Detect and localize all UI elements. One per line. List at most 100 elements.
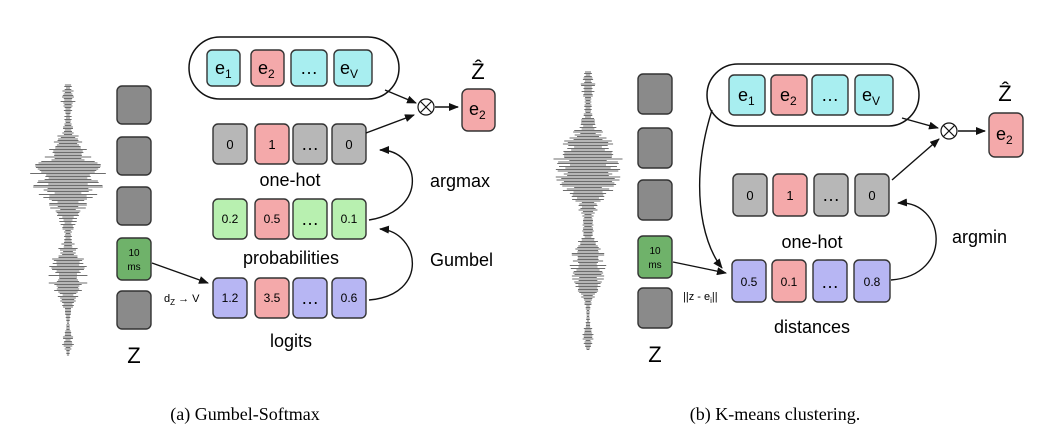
onehot-value: …: [822, 185, 840, 205]
arrow-onehot-to-multiply-b: [891, 138, 940, 181]
onehot-cell: [212, 123, 248, 165]
onehot-label-b: one-hot: [781, 232, 842, 252]
codebook-entry: [854, 74, 894, 116]
distance-cell: [731, 259, 767, 303]
probability-cell: [292, 198, 328, 240]
panel-a: 10 ms Z e1 e2 … eV Ẑ e2: [30, 36, 496, 424]
waveform-a: [30, 84, 106, 356]
logits-row-a: 1.2 3.5 … 0.6 logits: [212, 277, 367, 351]
arrow-frame-to-distances: [672, 261, 727, 276]
onehot-value: 0: [746, 188, 753, 203]
caption-a: (a) Gumbel-Softmax: [170, 404, 319, 424]
frame: [116, 186, 152, 226]
distance-cell: [771, 259, 807, 303]
probability-value: 0.2: [222, 212, 239, 226]
onehot-value: 1: [268, 137, 275, 152]
frame-label-line1: 10: [649, 246, 661, 257]
logit-cell: [292, 277, 328, 319]
onehot-value: 0: [868, 188, 875, 203]
z-label-b: Z: [648, 342, 661, 367]
distance-value: …: [821, 272, 839, 292]
output-label-a: Ẑ: [471, 59, 484, 84]
multiply-cross-a: [420, 101, 432, 113]
z-frames-b: 10 ms Z: [637, 73, 673, 367]
frame: [637, 127, 673, 169]
waveform-b: [553, 71, 623, 350]
codebook-entry: [206, 49, 241, 87]
logit-value: 0.6: [341, 291, 358, 305]
logit-cell: [212, 277, 248, 319]
distance-value: 0.8: [864, 275, 881, 289]
onehot-cell: [292, 123, 328, 165]
distances-label-b: distances: [774, 317, 850, 337]
logit-value: 3.5: [264, 291, 281, 305]
frame-label-line1: 10: [128, 248, 140, 259]
probabilities-row-a: 0.2 0.5 … 0.1 probabilities: [212, 198, 367, 268]
probability-cell: [254, 198, 290, 240]
arrow-probabilities-to-onehot: [368, 146, 413, 221]
probability-value: 0.1: [341, 212, 358, 226]
onehot-cell: [331, 123, 367, 165]
frame: [637, 73, 673, 115]
onehot-cell: [732, 173, 768, 217]
argmax-label: argmax: [430, 171, 490, 191]
logit-value: 1.2: [222, 291, 239, 305]
codebook-entry: [250, 49, 285, 87]
frame-label-line2: ms: [648, 260, 661, 271]
gumbel-label: Gumbel: [430, 250, 493, 270]
onehot-value: 0: [345, 137, 352, 152]
frame-label-line2: ms: [127, 262, 140, 273]
logit-cell: [254, 277, 290, 319]
logit-value: …: [301, 288, 319, 308]
probability-cell: [331, 198, 367, 240]
codebook-a: e1 e2 … eV: [206, 49, 373, 87]
distance-value: 0.1: [781, 275, 798, 289]
frame: [116, 290, 152, 330]
codebook-b: e1 e2 … eV: [728, 74, 894, 116]
arrow-onehot-to-multiply: [365, 114, 415, 134]
arrow-codebook-to-distances: [699, 109, 723, 269]
output-box-b: [988, 112, 1024, 158]
panel-b: 10 ms Z e1 e2 … eV Ẑ e2 0 1: [553, 63, 1024, 424]
probability-value: …: [301, 209, 319, 229]
onehot-cell: [772, 173, 808, 217]
onehot-cell: [254, 123, 290, 165]
probability-cell: [212, 198, 248, 240]
frame: [637, 179, 673, 221]
distance-cell: [853, 259, 891, 303]
z-frames-a: 10 ms Z: [116, 85, 152, 368]
codebook-label-ellipsis: …: [300, 58, 318, 78]
onehot-value: …: [301, 134, 319, 154]
codebook-entry: [728, 74, 766, 116]
frame-selected: [637, 235, 673, 279]
arrow-distances-to-onehot: [890, 198, 937, 281]
onehot-row-b: 0 1 … 0 one-hot: [732, 173, 890, 252]
arrow-logits-to-probabilities: [368, 225, 413, 301]
distance-cell: [812, 259, 848, 303]
arrow-codebook-to-multiply-b: [901, 117, 939, 130]
onehot-value: 1: [786, 188, 793, 203]
onehot-label-a: one-hot: [259, 170, 320, 190]
multiply-cross-b: [943, 125, 955, 137]
probability-value: 0.5: [264, 212, 281, 226]
frame: [637, 287, 673, 329]
probabilities-label-a: probabilities: [243, 248, 339, 268]
codebook-entry: [770, 74, 808, 116]
codebook-entry: [811, 74, 849, 116]
codebook-entry: [290, 49, 328, 87]
onehot-cell: [813, 173, 849, 217]
output-box-a: [461, 88, 496, 132]
codebook-label-ellipsis: …: [821, 85, 839, 105]
arrow-codebook-to-multiply: [384, 89, 417, 104]
frame: [116, 136, 152, 176]
distances-row-b: 0.5 0.1 … 0.8 distances: [731, 259, 891, 337]
distance-value: 0.5: [741, 275, 758, 289]
distance-formula-b: ||z - ei||: [683, 291, 718, 305]
onehot-cell: [854, 173, 890, 217]
argmin-label: argmin: [952, 227, 1007, 247]
logits-label-a: logits: [270, 331, 312, 351]
codebook-entry: [333, 49, 373, 87]
onehot-row-a: 0 1 … 0 one-hot: [212, 123, 367, 190]
output-label-b: Ẑ: [998, 81, 1011, 106]
caption-b: (b) K-means clustering.: [690, 404, 860, 424]
